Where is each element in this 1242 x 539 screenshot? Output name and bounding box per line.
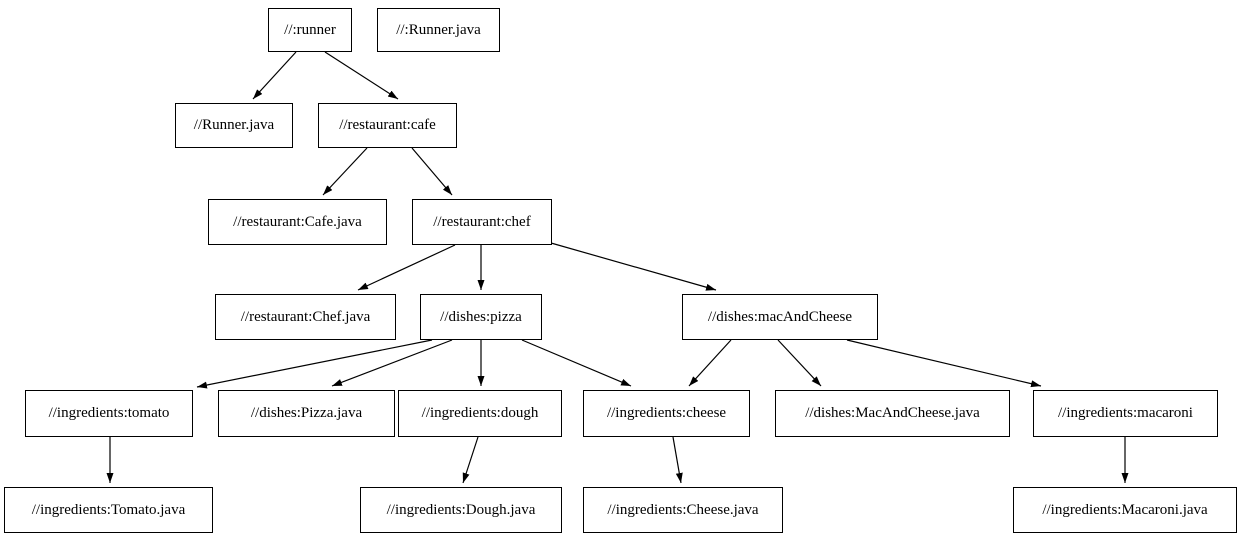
edge-pizza-to-cheese	[521, 339, 632, 387]
graph-node-macandcheese: //dishes:macAndCheese	[682, 294, 878, 340]
edge-macandcheese-to-macandcheese-java	[777, 339, 822, 387]
graph-node-label: //restaurant:Chef.java	[240, 308, 371, 325]
graph-node-pizza: //dishes:pizza	[420, 294, 542, 340]
edge-cafe-to-chef	[411, 147, 453, 196]
graph-node-chef-java: //restaurant:Chef.java	[215, 294, 396, 340]
edge-cafe-to-cafe-java	[322, 147, 368, 196]
graph-node-cafe-java: //restaurant:Cafe.java	[208, 199, 387, 245]
graph-node-label: //:runner	[284, 21, 336, 38]
edge-macandcheese-to-cheese	[688, 339, 732, 387]
graph-node-tomato-java: //ingredients:Tomato.java	[4, 487, 213, 533]
graph-node-dough: //ingredients:dough	[398, 390, 562, 437]
edge-chef-to-macandcheese	[550, 242, 717, 291]
graph-node-label: //ingredients:Tomato.java	[31, 501, 186, 518]
graph-node-pizza-java: //dishes:Pizza.java	[218, 390, 395, 437]
graph-node-runner: //:runner	[268, 8, 352, 52]
graph-node-label: //dishes:Pizza.java	[250, 405, 363, 421]
graph-node-label: //:Runner.java	[396, 21, 481, 38]
edge-runner-to-cafe	[324, 51, 399, 100]
graph-node-chef: //restaurant:chef	[412, 199, 552, 245]
edge-macandcheese-to-macaroni	[846, 339, 1042, 388]
graph-node-label: //restaurant:chef	[433, 213, 531, 230]
graph-node-label: //restaurant:Cafe.java	[233, 213, 362, 230]
graph-node-label: //ingredients:macaroni	[1058, 405, 1193, 421]
graph-node-runner-java: //Runner.java	[175, 103, 293, 148]
graph-node-tomato: //ingredients:tomato	[25, 390, 193, 437]
graph-node-macaroni-java: //ingredients:Macaroni.java	[1013, 487, 1237, 533]
edge-pizza-to-pizza-java	[331, 339, 453, 387]
graph-node-label: //dishes:macAndCheese	[707, 308, 853, 325]
graph-node-cheese: //ingredients:cheese	[583, 390, 750, 437]
graph-node-label: //ingredients:tomato	[48, 405, 170, 421]
graph-node-label: //Runner.java	[193, 117, 275, 133]
edge-pizza-to-tomato	[196, 339, 433, 389]
graph-node-label: //ingredients:Dough.java	[386, 501, 536, 518]
edge-cheese-to-cheese-java	[672, 436, 683, 484]
graph-node-macandcheese-java: //dishes:MacAndCheese.java	[775, 390, 1010, 437]
edge-dough-to-dough-java	[462, 436, 479, 484]
graph-node-label: //dishes:MacAndCheese.java	[805, 405, 980, 421]
graph-node-cafe: //restaurant:cafe	[318, 103, 457, 148]
graph-node-label: //ingredients:Macaroni.java	[1042, 501, 1208, 518]
graph-node-label: //ingredients:Cheese.java	[607, 501, 759, 518]
edge-chef-to-chef-java	[357, 244, 456, 291]
graph-node-macaroni: //ingredients:macaroni	[1033, 390, 1218, 437]
graph-node-dough-java: //ingredients:Dough.java	[360, 487, 562, 533]
graph-node-label: //ingredients:cheese	[606, 405, 727, 421]
edge-runner-to-runner-java	[252, 51, 297, 100]
graph-node-label: //dishes:pizza	[440, 308, 522, 325]
graph-node-root-runner-java: //:Runner.java	[377, 8, 500, 52]
graph-node-label: //restaurant:cafe	[339, 117, 436, 133]
graph-node-cheese-java: //ingredients:Cheese.java	[583, 487, 783, 533]
graph-node-label: //ingredients:dough	[421, 405, 539, 421]
